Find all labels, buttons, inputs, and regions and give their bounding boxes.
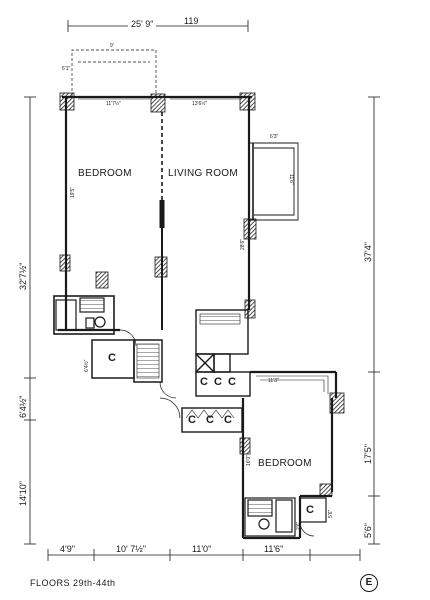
- closet-label: C: [188, 414, 196, 426]
- dim-closet-side: 6'4½": [84, 359, 90, 372]
- dim-closet2-side: 5'6": [328, 509, 334, 518]
- dim-bottom-3: 11'0": [190, 544, 214, 554]
- bathroom-right: [244, 497, 327, 537]
- top-dimension-line: [67, 20, 249, 32]
- closet-label: C: [306, 504, 314, 516]
- closet-label: C: [200, 376, 208, 388]
- closet-label: C: [108, 352, 116, 364]
- dim-right-total: 37'4": [363, 242, 373, 262]
- closet-label: C: [206, 414, 214, 426]
- kitchen: [195, 309, 251, 397]
- bedroom-wing-window: [256, 375, 329, 394]
- structural-columns: [59, 92, 345, 497]
- dim-right-mid: 17'5": [363, 444, 373, 464]
- bathroom-left: [53, 295, 115, 335]
- closet-label: C: [228, 376, 236, 388]
- bottom-dimension-line: [47, 549, 361, 561]
- closet-label: C: [214, 376, 222, 388]
- dim-right-balcony-top: 6'3": [270, 134, 279, 140]
- dim-balcony-side: 6'1": [62, 66, 71, 72]
- dim-bedroom2-depth: 16'0": [246, 454, 252, 466]
- dim-left-total: 32'7½": [18, 262, 28, 290]
- hall-closets: [91, 329, 177, 399]
- left-dimension-line: [24, 96, 36, 545]
- dim-right-balcony-side: 11'6": [288, 174, 294, 185]
- dim-bottom-4: 11'6": [262, 544, 286, 554]
- dim-bath-small: 2'6": [296, 521, 302, 530]
- dim-left-bottom: 14'10": [18, 481, 28, 506]
- plan-letter-badge: E: [360, 574, 378, 592]
- right-dimension-line: [368, 96, 380, 545]
- dim-bedroom-top: 11'7½": [106, 101, 121, 107]
- dim-living-top: 13'6½": [192, 101, 208, 107]
- dim-right-bottom: 5'6": [363, 523, 373, 538]
- dim-bottom-2: 10' 7½": [114, 544, 148, 554]
- closet-label: C: [224, 414, 232, 426]
- dim-balcony-top: 9': [110, 43, 114, 49]
- room-label-living-room: LIVING ROOM: [168, 168, 238, 179]
- dim-bedroom2-width: 11'3": [268, 378, 279, 384]
- room-label-bedroom: BEDROOM: [78, 168, 132, 179]
- dim-bottom-1: 4'9": [58, 544, 77, 554]
- right-balcony: [250, 142, 299, 221]
- dim-top-ref: 119: [184, 16, 199, 26]
- dim-left-mid: 6'4½": [18, 395, 28, 418]
- dim-living-depth: 28'6": [240, 238, 246, 250]
- exterior-walls: [58, 95, 252, 332]
- dim-top-width: 25' 9": [128, 19, 157, 29]
- top-balcony-outline: [71, 49, 157, 96]
- floors-caption: FLOORS 29th-44th: [30, 578, 116, 588]
- room-label-bedroom-2: BEDROOM: [258, 458, 312, 469]
- dim-bedroom-depth: 19'5": [70, 186, 76, 198]
